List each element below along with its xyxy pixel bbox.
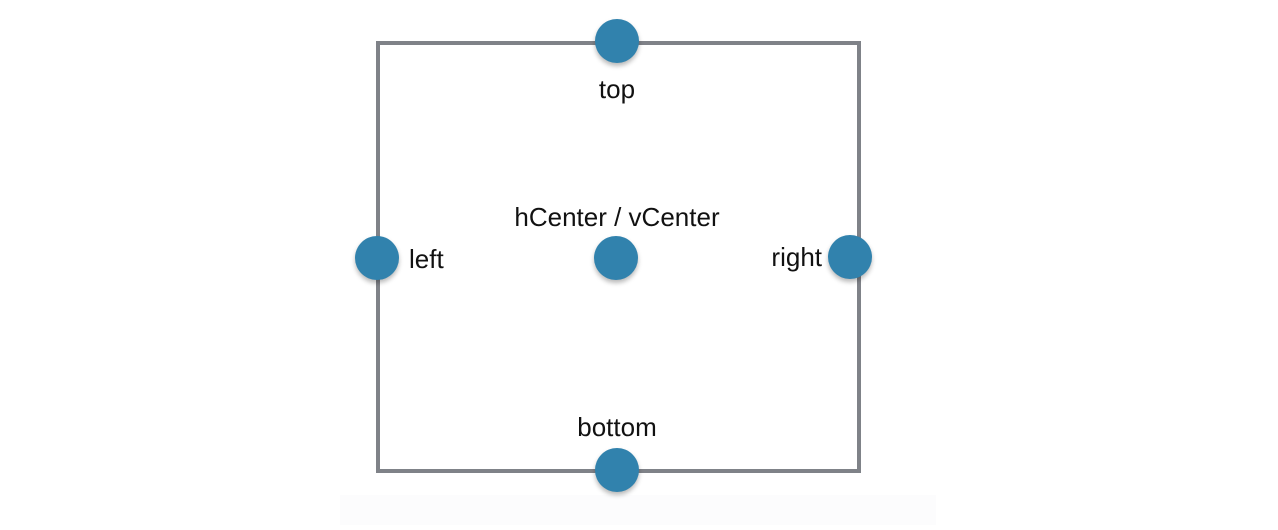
anchor-dot-center[interactable] — [594, 236, 638, 280]
bottom-band — [340, 495, 936, 525]
anchor-label-bottom: bottom — [577, 412, 657, 442]
anchor-dot-top[interactable] — [595, 19, 639, 63]
anchor-label-center: hCenter / vCenter — [514, 202, 720, 232]
anchor-label-left: left — [409, 244, 444, 274]
anchor-dot-left[interactable] — [355, 236, 399, 280]
anchor-label-right: right — [771, 242, 822, 272]
anchor-dot-right[interactable] — [828, 235, 872, 279]
anchor-dot-bottom[interactable] — [595, 448, 639, 492]
anchor-label-top: top — [598, 74, 636, 104]
